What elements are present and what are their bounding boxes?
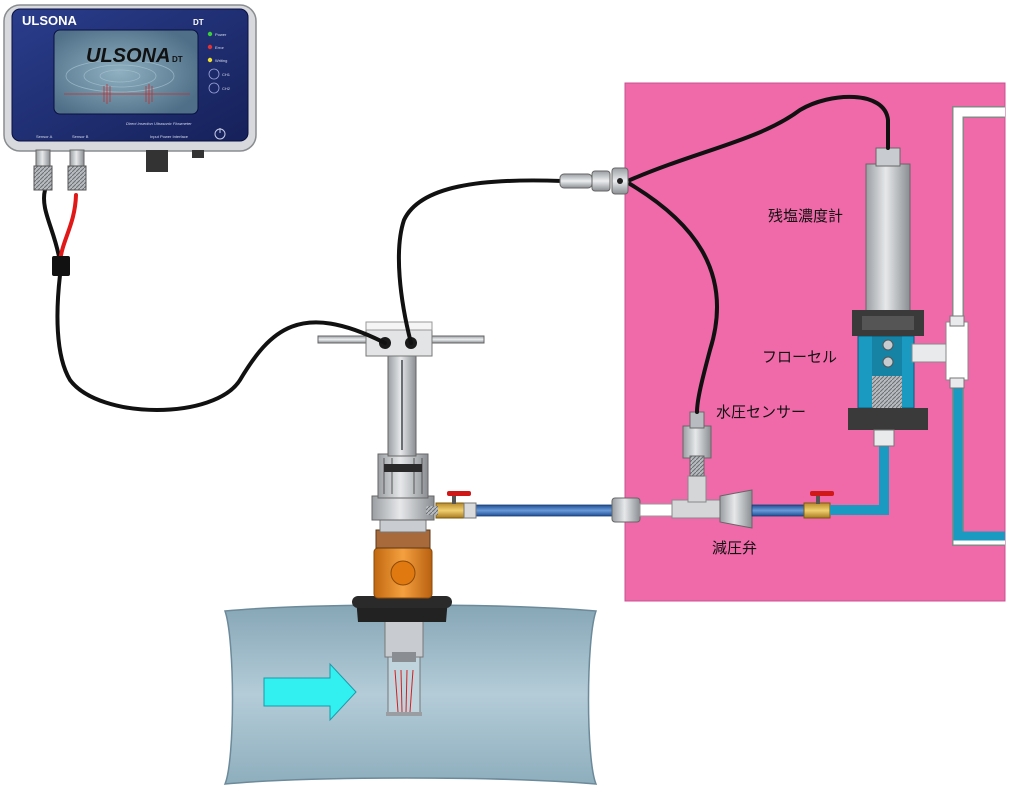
indicator-label: CH2 (222, 86, 231, 91)
cable-junction-block (52, 256, 70, 276)
connector-label: Input Power Interface (150, 134, 189, 139)
insertion-assembly (317, 321, 485, 622)
device-subtitle: Direct Insertion Ultrasonic Flowmeter (126, 121, 192, 126)
connector-label: Sensor B (72, 134, 89, 139)
device-brand: ULSONA (22, 13, 78, 28)
pressure-valve-label: 減圧弁 (712, 539, 757, 557)
flow-cell (848, 315, 969, 447)
screen-logo: ULSONA (86, 45, 170, 67)
flowmeter-device: ULSONA DT ULSONA DT Direct Insertion Ult… (3, 4, 257, 191)
ch1-button[interactable] (208, 68, 220, 80)
pressure-sensor-label: 水圧センサー (716, 403, 806, 421)
flow-cell-label: フローセル (762, 348, 837, 366)
writing-indicator (207, 57, 213, 63)
flow-direction-arrow (263, 662, 357, 722)
indicator-label: Error (215, 45, 225, 50)
error-indicator (207, 44, 213, 50)
power-indicator (207, 31, 213, 37)
indicator-label: Writing (215, 58, 227, 63)
cable-connector (559, 167, 629, 195)
connector-label: Sensor A (36, 134, 53, 139)
chlorine-meter (852, 147, 924, 336)
sampling-line (426, 444, 889, 529)
device-model: DT (193, 18, 204, 27)
insertion-sensor-tip (384, 616, 424, 716)
screen-logo-suffix: DT (172, 55, 183, 64)
cables (42, 94, 890, 414)
status-indicators: Power Error Writing CH1 CH2 (207, 31, 231, 94)
pressure-sensor (682, 411, 712, 477)
power-button[interactable] (214, 128, 226, 140)
indicator-label: Power (215, 32, 227, 37)
device-screen (53, 29, 199, 115)
ch2-button[interactable] (208, 82, 220, 94)
chlorine-meter-label: 残塩濃度計 (768, 207, 843, 225)
indicator-label: CH1 (222, 72, 231, 77)
